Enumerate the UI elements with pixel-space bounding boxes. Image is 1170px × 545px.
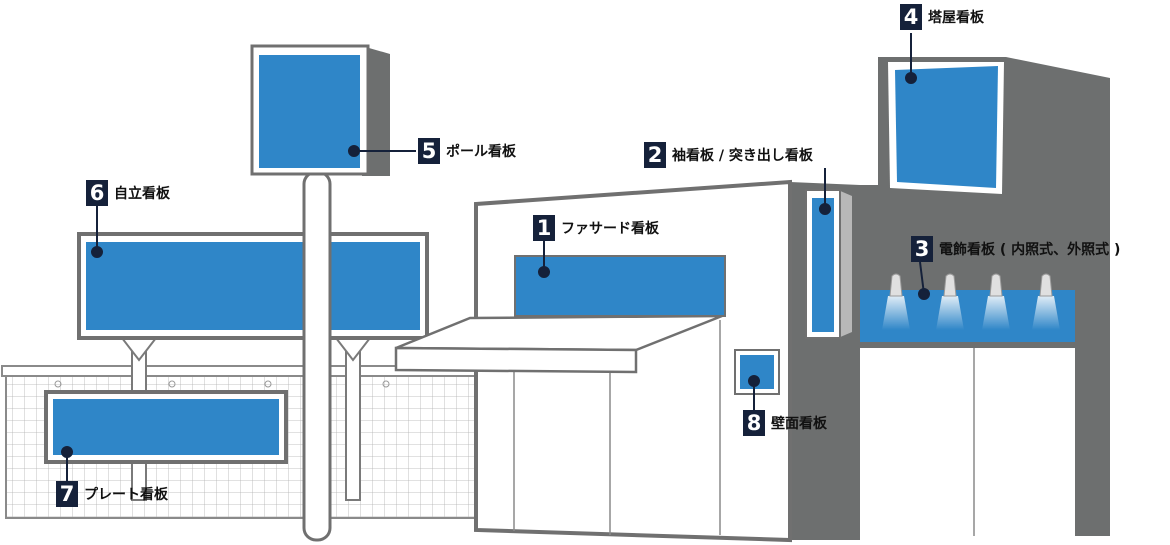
facade-sign [514, 255, 726, 317]
callout-pole-sign: 5 ポール看板 [418, 138, 516, 164]
callout-plate-sign: 7 プレート看板 [56, 481, 168, 507]
callout-number-badge: 1 [533, 215, 555, 241]
pointer-dot-1 [538, 266, 550, 278]
pointer-dot-2 [819, 203, 831, 215]
plate-sign [44, 390, 288, 464]
callout-leaders [61, 33, 930, 482]
pointer-dot-7 [61, 446, 73, 458]
pointer-dot-3 [918, 288, 930, 300]
callout-label: 電飾看板 ( 内照式、外照式 ) [939, 242, 1121, 258]
callout-wall-sign: 8 壁面看板 [743, 410, 827, 436]
callout-label: ポール看板 [446, 144, 516, 160]
rooftop-sign [888, 62, 1004, 194]
callout-label: 袖看板 / 突き出し看板 [672, 148, 813, 164]
callout-illuminated-sign: 3 電飾看板 ( 内照式、外照式 ) [911, 236, 1120, 262]
callout-number-badge: 8 [743, 410, 765, 436]
callout-label: 自立看板 [114, 186, 170, 202]
pointer-dot-6 [91, 246, 103, 258]
callout-self-standing-sign: 6 自立看板 [86, 180, 170, 206]
wall-sign [734, 349, 780, 395]
projecting-sign [805, 189, 852, 339]
callout-label: 塔屋看板 [928, 10, 984, 26]
callout-number-badge: 4 [900, 4, 922, 30]
callout-label: ファサード看板 [561, 221, 659, 237]
pointer-dot-4 [905, 72, 917, 84]
pointer-dot-5 [348, 145, 360, 157]
callout-number-badge: 3 [911, 236, 933, 262]
callout-rooftop-sign: 4 塔屋看板 [900, 4, 984, 30]
callout-label: プレート看板 [84, 487, 168, 503]
callout-number-badge: 7 [56, 481, 78, 507]
callout-number-badge: 5 [418, 138, 440, 164]
pointer-dot-8 [748, 375, 760, 387]
callout-projecting-sign: 2 袖看板 / 突き出し看板 [644, 142, 813, 168]
callout-facade-sign: 1 ファサード看板 [533, 215, 659, 241]
callout-number-badge: 2 [644, 142, 666, 168]
callout-number-badge: 6 [86, 180, 108, 206]
callout-label: 壁面看板 [771, 416, 827, 432]
pole-sign [250, 44, 390, 542]
illuminated-sign [860, 273, 1075, 536]
